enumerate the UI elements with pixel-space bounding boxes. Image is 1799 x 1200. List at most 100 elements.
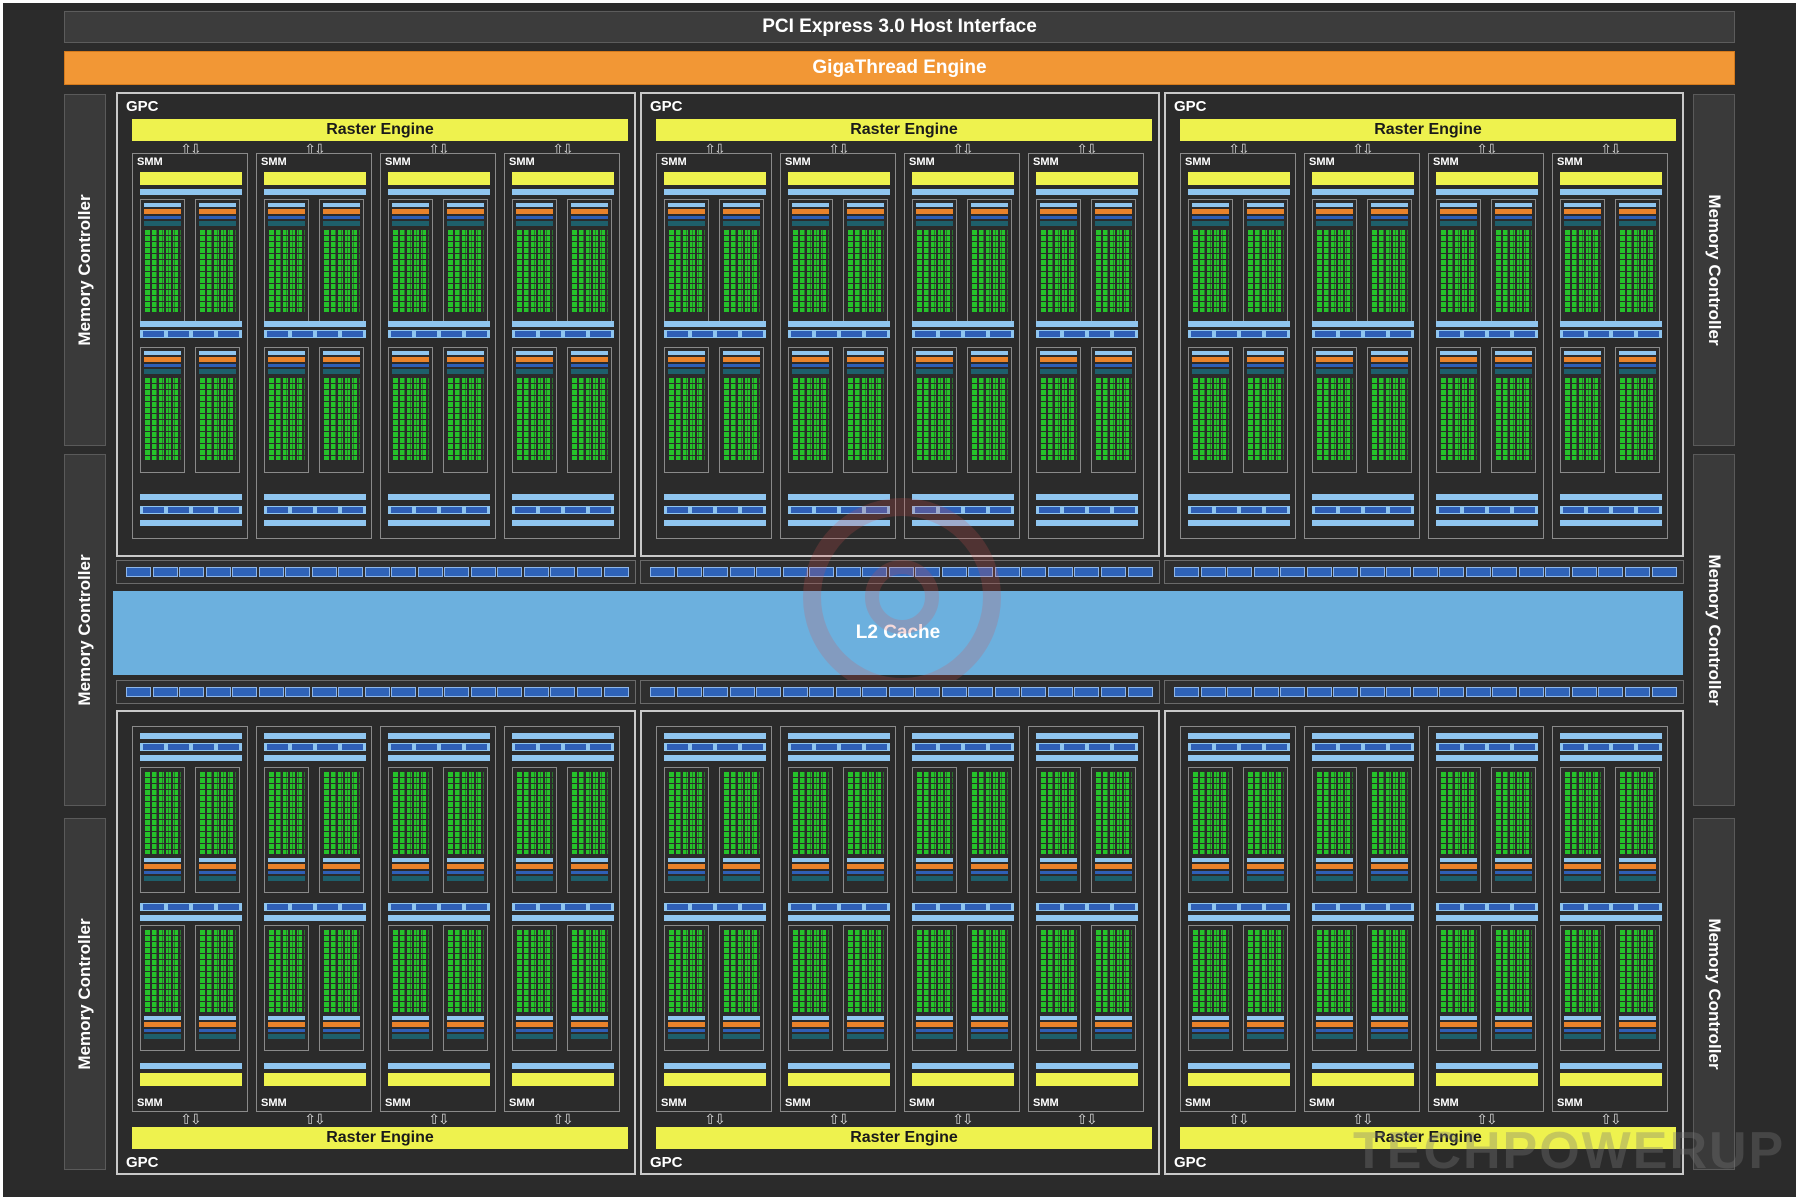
smm-label: SMM: [509, 1097, 535, 1109]
smm-control-unit: [1040, 1034, 1077, 1039]
smm-control-unit: [1316, 221, 1353, 226]
crossbar-block: [1333, 687, 1359, 697]
dispatch-unit: [1064, 904, 1085, 910]
smm-control-unit: [792, 209, 829, 214]
smm-control-unit: [847, 871, 884, 874]
texture-unit-bar: [388, 172, 490, 185]
instruction-cache-bar: [264, 1063, 366, 1069]
smm-control-unit: [1192, 864, 1229, 869]
smm-control-unit: [723, 1029, 760, 1032]
smm-control-unit: [1564, 864, 1601, 869]
smm-control-unit: [1040, 876, 1077, 881]
smm-control-unit: [1192, 1016, 1229, 1020]
cuda-core-array: [1440, 772, 1477, 854]
dispatch-unit: [1089, 744, 1110, 750]
smm-control-unit: [571, 357, 608, 362]
cuda-core-array: [1095, 772, 1132, 854]
data-flow-arrows-icon: ⇧⇩: [1228, 1111, 1249, 1127]
cuda-core-array: [847, 772, 884, 854]
smm-control-unit: [199, 1016, 236, 1020]
dispatch-unit-row: [788, 743, 890, 751]
smm-control-unit: [1619, 357, 1656, 362]
smm-control-unit: [1247, 1022, 1284, 1027]
smm-label: SMM: [909, 1097, 935, 1109]
shared-memory-bar: [1188, 755, 1290, 761]
dispatch-unit: [742, 904, 763, 910]
dispatch-unit: [1464, 331, 1485, 337]
data-flow-arrows-icon: ⇧⇩: [180, 1111, 201, 1127]
smm-partition: [1491, 199, 1536, 325]
instruction-buffer-bar: [1188, 321, 1290, 327]
smm-control-unit: [323, 216, 360, 219]
smm-control-unit: [1316, 203, 1353, 207]
texture-unit-bar: [1188, 172, 1290, 185]
dispatch-unit: [168, 744, 189, 750]
cuda-core-array: [916, 772, 953, 854]
smm-control-unit: [1040, 1016, 1077, 1020]
smm-partition: [1036, 925, 1081, 1051]
smm-partition: [1036, 199, 1081, 325]
dispatch-unit: [1340, 744, 1361, 750]
smm-control-unit: [1440, 1034, 1477, 1039]
dispatch-unit: [1464, 744, 1485, 750]
smm-control-unit: [1619, 351, 1656, 355]
smm-control-unit: [1316, 876, 1353, 881]
smm: SMM: [1304, 726, 1420, 1112]
crossbar-block: [1439, 567, 1465, 577]
dispatch-unit: [940, 904, 961, 910]
smm-control-unit: [1440, 1029, 1477, 1032]
data-flow-arrows-icon: ⇧⇩: [1352, 1111, 1373, 1127]
smm-control-unit: [792, 351, 829, 355]
dispatch-unit: [742, 744, 763, 750]
dispatch-unit-row: [664, 506, 766, 514]
cuda-core-array: [199, 378, 236, 460]
smm-partition: [512, 767, 557, 893]
dispatch-unit-row: [788, 330, 890, 338]
smm-control-unit: [1247, 876, 1284, 881]
smm-control-unit: [1371, 203, 1408, 207]
crossbar-block: [1227, 687, 1253, 697]
texture-unit-bar: [664, 172, 766, 185]
dispatch-unit: [1266, 744, 1287, 750]
smm-control-unit: [1192, 203, 1229, 207]
smm-control-unit: [268, 357, 305, 362]
smm-control-unit: [1495, 1034, 1532, 1039]
smm-partition: [1436, 199, 1481, 325]
smm-control-unit: [144, 357, 181, 362]
dispatch-unit: [590, 507, 611, 513]
instruction-buffer-bar: [388, 321, 490, 327]
smm-partition: [319, 767, 364, 893]
smm-control-unit: [1440, 369, 1477, 374]
dispatch-unit: [342, 904, 363, 910]
smm: SMM: [504, 726, 620, 1112]
smm-control-unit: [392, 1029, 429, 1032]
texture-unit-bar: [1560, 1073, 1662, 1086]
smm-control-unit: [516, 1016, 553, 1020]
smm-partition: [788, 199, 833, 325]
dispatch-unit: [466, 744, 487, 750]
smm: SMM: [780, 726, 896, 1112]
smm-control-unit: [723, 1016, 760, 1020]
dispatch-unit: [1089, 904, 1110, 910]
dispatch-unit: [391, 507, 412, 513]
crossbar-block: [576, 567, 602, 577]
cuda-core-array: [323, 230, 360, 312]
shared-memory-bar: [664, 494, 766, 500]
smm-control-unit: [847, 864, 884, 869]
smm-partition: [912, 767, 957, 893]
instruction-buffer-bar: [1188, 915, 1290, 921]
dispatch-unit: [292, 507, 313, 513]
data-flow-arrows-icon: ⇧⇩: [1476, 1111, 1497, 1127]
smm-control-unit: [971, 369, 1008, 374]
memory-controller-label: Memory Controller: [75, 194, 94, 346]
smm-partition: [140, 347, 185, 473]
smm-control-unit: [1371, 351, 1408, 355]
cuda-core-array: [1564, 772, 1601, 854]
smm: SMM: [1552, 726, 1668, 1112]
smm-partition: [1312, 925, 1357, 1051]
dispatch-unit-row: [912, 330, 1014, 338]
dispatch-unit: [1216, 331, 1237, 337]
smm-label: SMM: [1433, 156, 1459, 168]
dispatch-unit: [466, 507, 487, 513]
